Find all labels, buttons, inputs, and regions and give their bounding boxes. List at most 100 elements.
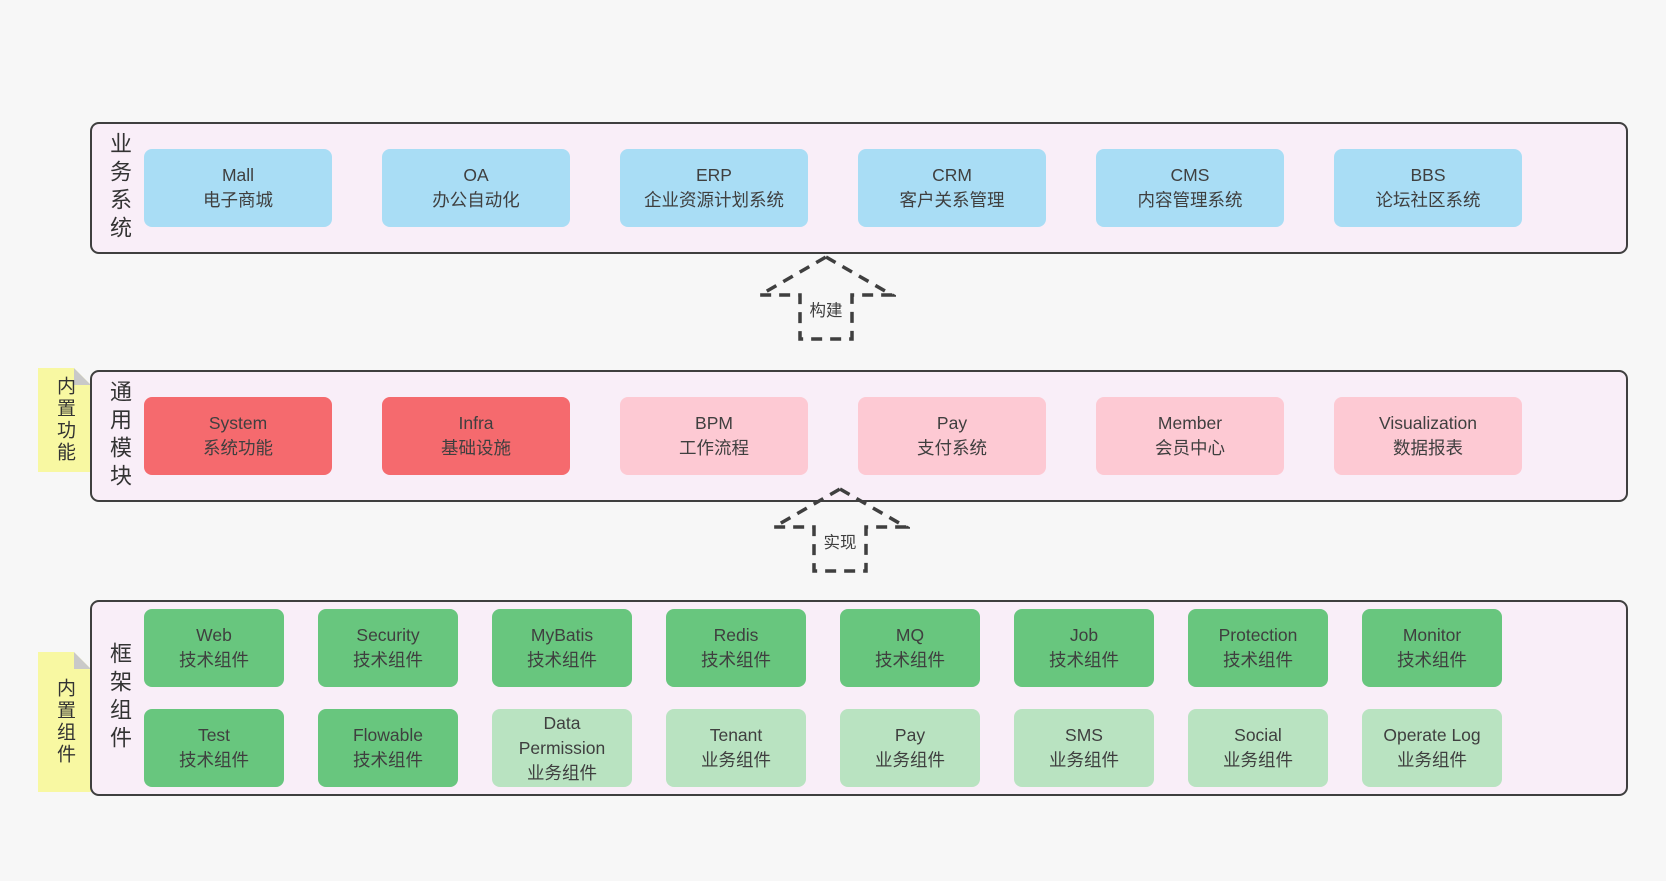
box-subtitle: 业务组件 — [1223, 750, 1293, 770]
box-title: CRM — [932, 165, 972, 185]
box-data-permission: Data Permission 业务组件 — [492, 709, 632, 787]
box-title: BBS — [1410, 165, 1446, 185]
box-cms: CMS 内容管理系统 — [1096, 149, 1284, 227]
box-title: Tenant — [709, 725, 763, 745]
box-title: Flowable — [352, 725, 424, 745]
box-subtitle: 基础设施 — [441, 438, 511, 458]
box-title: Mall — [221, 165, 255, 185]
arrow-build: 构建 — [756, 254, 896, 342]
box-subtitle: 业务组件 — [1049, 750, 1119, 770]
box-title: MQ — [895, 625, 925, 645]
sticky-note-text: 内置组件 — [54, 678, 75, 766]
box-crm: CRM 客户关系管理 — [858, 149, 1046, 227]
panel-side-label: 框架组件 — [107, 642, 132, 754]
box-title: Web — [196, 625, 232, 645]
box-title: MyBatis — [530, 625, 594, 645]
box-visualization: Visualization 数据报表 — [1334, 397, 1522, 475]
box-title: Pay — [894, 725, 926, 745]
box-pay-business: Pay 业务组件 — [840, 709, 980, 787]
box-title: Pay — [936, 413, 968, 433]
panel-business-systems: 业务系统 Mall 电子商城 OA 办公自动化 ERP 企业资源计划系统 CRM… — [90, 122, 1628, 254]
box-member: Member 会员中心 — [1096, 397, 1284, 475]
box-subtitle: 客户关系管理 — [899, 190, 1005, 210]
box-security: Security 技术组件 — [318, 609, 458, 687]
box-test: Test 技术组件 — [144, 709, 284, 787]
box-title: Security — [356, 625, 420, 645]
box-title: Social — [1234, 725, 1282, 745]
box-subtitle: 业务组件 — [527, 762, 597, 783]
box-subtitle: 办公自动化 — [432, 190, 520, 210]
box-infra: Infra 基础设施 — [382, 397, 570, 475]
box-title: Member — [1157, 413, 1223, 433]
box-subtitle: 技术组件 — [701, 650, 771, 670]
framework-row-2: Test 技术组件 Flowable 技术组件 Data Permission … — [144, 709, 1502, 787]
box-subtitle: 工作流程 — [679, 438, 749, 458]
box-sms: SMS 业务组件 — [1014, 709, 1154, 787]
box-pay: Pay 支付系统 — [858, 397, 1046, 475]
box-title: Redis — [713, 625, 759, 645]
box-subtitle: 论坛社区系统 — [1375, 190, 1481, 210]
box-title: Operate Log — [1383, 725, 1481, 745]
box-subtitle: 技术组件 — [179, 750, 249, 770]
box-subtitle: 企业资源计划系统 — [644, 190, 784, 210]
panel-side-label: 业务系统 — [107, 132, 132, 244]
box-subtitle: 内容管理系统 — [1137, 190, 1243, 210]
arrow-label: 实现 — [819, 528, 861, 554]
box-mall: Mall 电子商城 — [144, 149, 332, 227]
box-social: Social 业务组件 — [1188, 709, 1328, 787]
box-monitor: Monitor 技术组件 — [1362, 609, 1502, 687]
framework-grid: Web 技术组件 Security 技术组件 MyBatis 技术组件 Redi… — [144, 609, 1502, 787]
modules-box-row: System 系统功能 Infra 基础设施 BPM 工作流程 Pay 支付系统… — [144, 397, 1522, 475]
arrow-implement: 实现 — [770, 486, 910, 574]
box-title: Job — [1069, 625, 1099, 645]
box-subtitle: 支付系统 — [917, 438, 987, 458]
sticky-note-built-in-components: 内置组件 — [38, 652, 91, 792]
box-subtitle: 技术组件 — [179, 650, 249, 670]
box-operate-log: Operate Log 业务组件 — [1362, 709, 1502, 787]
box-bpm: BPM 工作流程 — [620, 397, 808, 475]
box-tenant: Tenant 业务组件 — [666, 709, 806, 787]
box-redis: Redis 技术组件 — [666, 609, 806, 687]
panel-framework-components: 框架组件 Web 技术组件 Security 技术组件 MyBatis 技术组件… — [90, 600, 1628, 796]
up-arrow-icon — [756, 254, 896, 341]
box-subtitle: 技术组件 — [353, 750, 423, 770]
box-mybatis: MyBatis 技术组件 — [492, 609, 632, 687]
business-box-row: Mall 电子商城 OA 办公自动化 ERP 企业资源计划系统 CRM 客户关系… — [144, 149, 1522, 227]
sticky-note-built-in-features: 内置功能 — [38, 368, 91, 472]
box-system: System 系统功能 — [144, 397, 332, 475]
box-title: OA — [463, 165, 489, 185]
box-title: Protection — [1218, 625, 1298, 645]
framework-row-1: Web 技术组件 Security 技术组件 MyBatis 技术组件 Redi… — [144, 609, 1502, 687]
box-subtitle: 技术组件 — [1049, 650, 1119, 670]
box-flowable: Flowable 技术组件 — [318, 709, 458, 787]
box-bbs: BBS 论坛社区系统 — [1334, 149, 1522, 227]
box-title: System — [208, 413, 268, 433]
arrow-label: 构建 — [805, 296, 847, 322]
box-title: Data Permission — [518, 712, 606, 758]
box-title: ERP — [696, 165, 732, 185]
sticky-note-text: 内置功能 — [54, 376, 75, 464]
box-subtitle: 技术组件 — [1223, 650, 1293, 670]
up-arrow-icon — [770, 486, 910, 573]
box-title: CMS — [1170, 165, 1210, 185]
folded-corner-icon — [74, 368, 91, 385]
box-subtitle: 技术组件 — [353, 650, 423, 670]
panel-common-modules: 通用模块 System 系统功能 Infra 基础设施 BPM 工作流程 Pay… — [90, 370, 1628, 502]
box-web: Web 技术组件 — [144, 609, 284, 687]
box-title: Monitor — [1402, 625, 1462, 645]
box-subtitle: 业务组件 — [875, 750, 945, 770]
box-subtitle: 会员中心 — [1155, 438, 1225, 458]
box-subtitle: 业务组件 — [1397, 750, 1467, 770]
box-title: Test — [197, 725, 231, 745]
box-title: SMS — [1065, 725, 1103, 745]
box-title: Infra — [458, 413, 494, 433]
box-job: Job 技术组件 — [1014, 609, 1154, 687]
box-title: BPM — [695, 413, 733, 433]
box-subtitle: 技术组件 — [1397, 650, 1467, 670]
box-title: Visualization — [1379, 413, 1477, 433]
folded-corner-icon — [74, 652, 91, 669]
box-subtitle: 技术组件 — [527, 650, 597, 670]
box-subtitle: 业务组件 — [701, 750, 771, 770]
box-subtitle: 电子商城 — [203, 190, 273, 210]
